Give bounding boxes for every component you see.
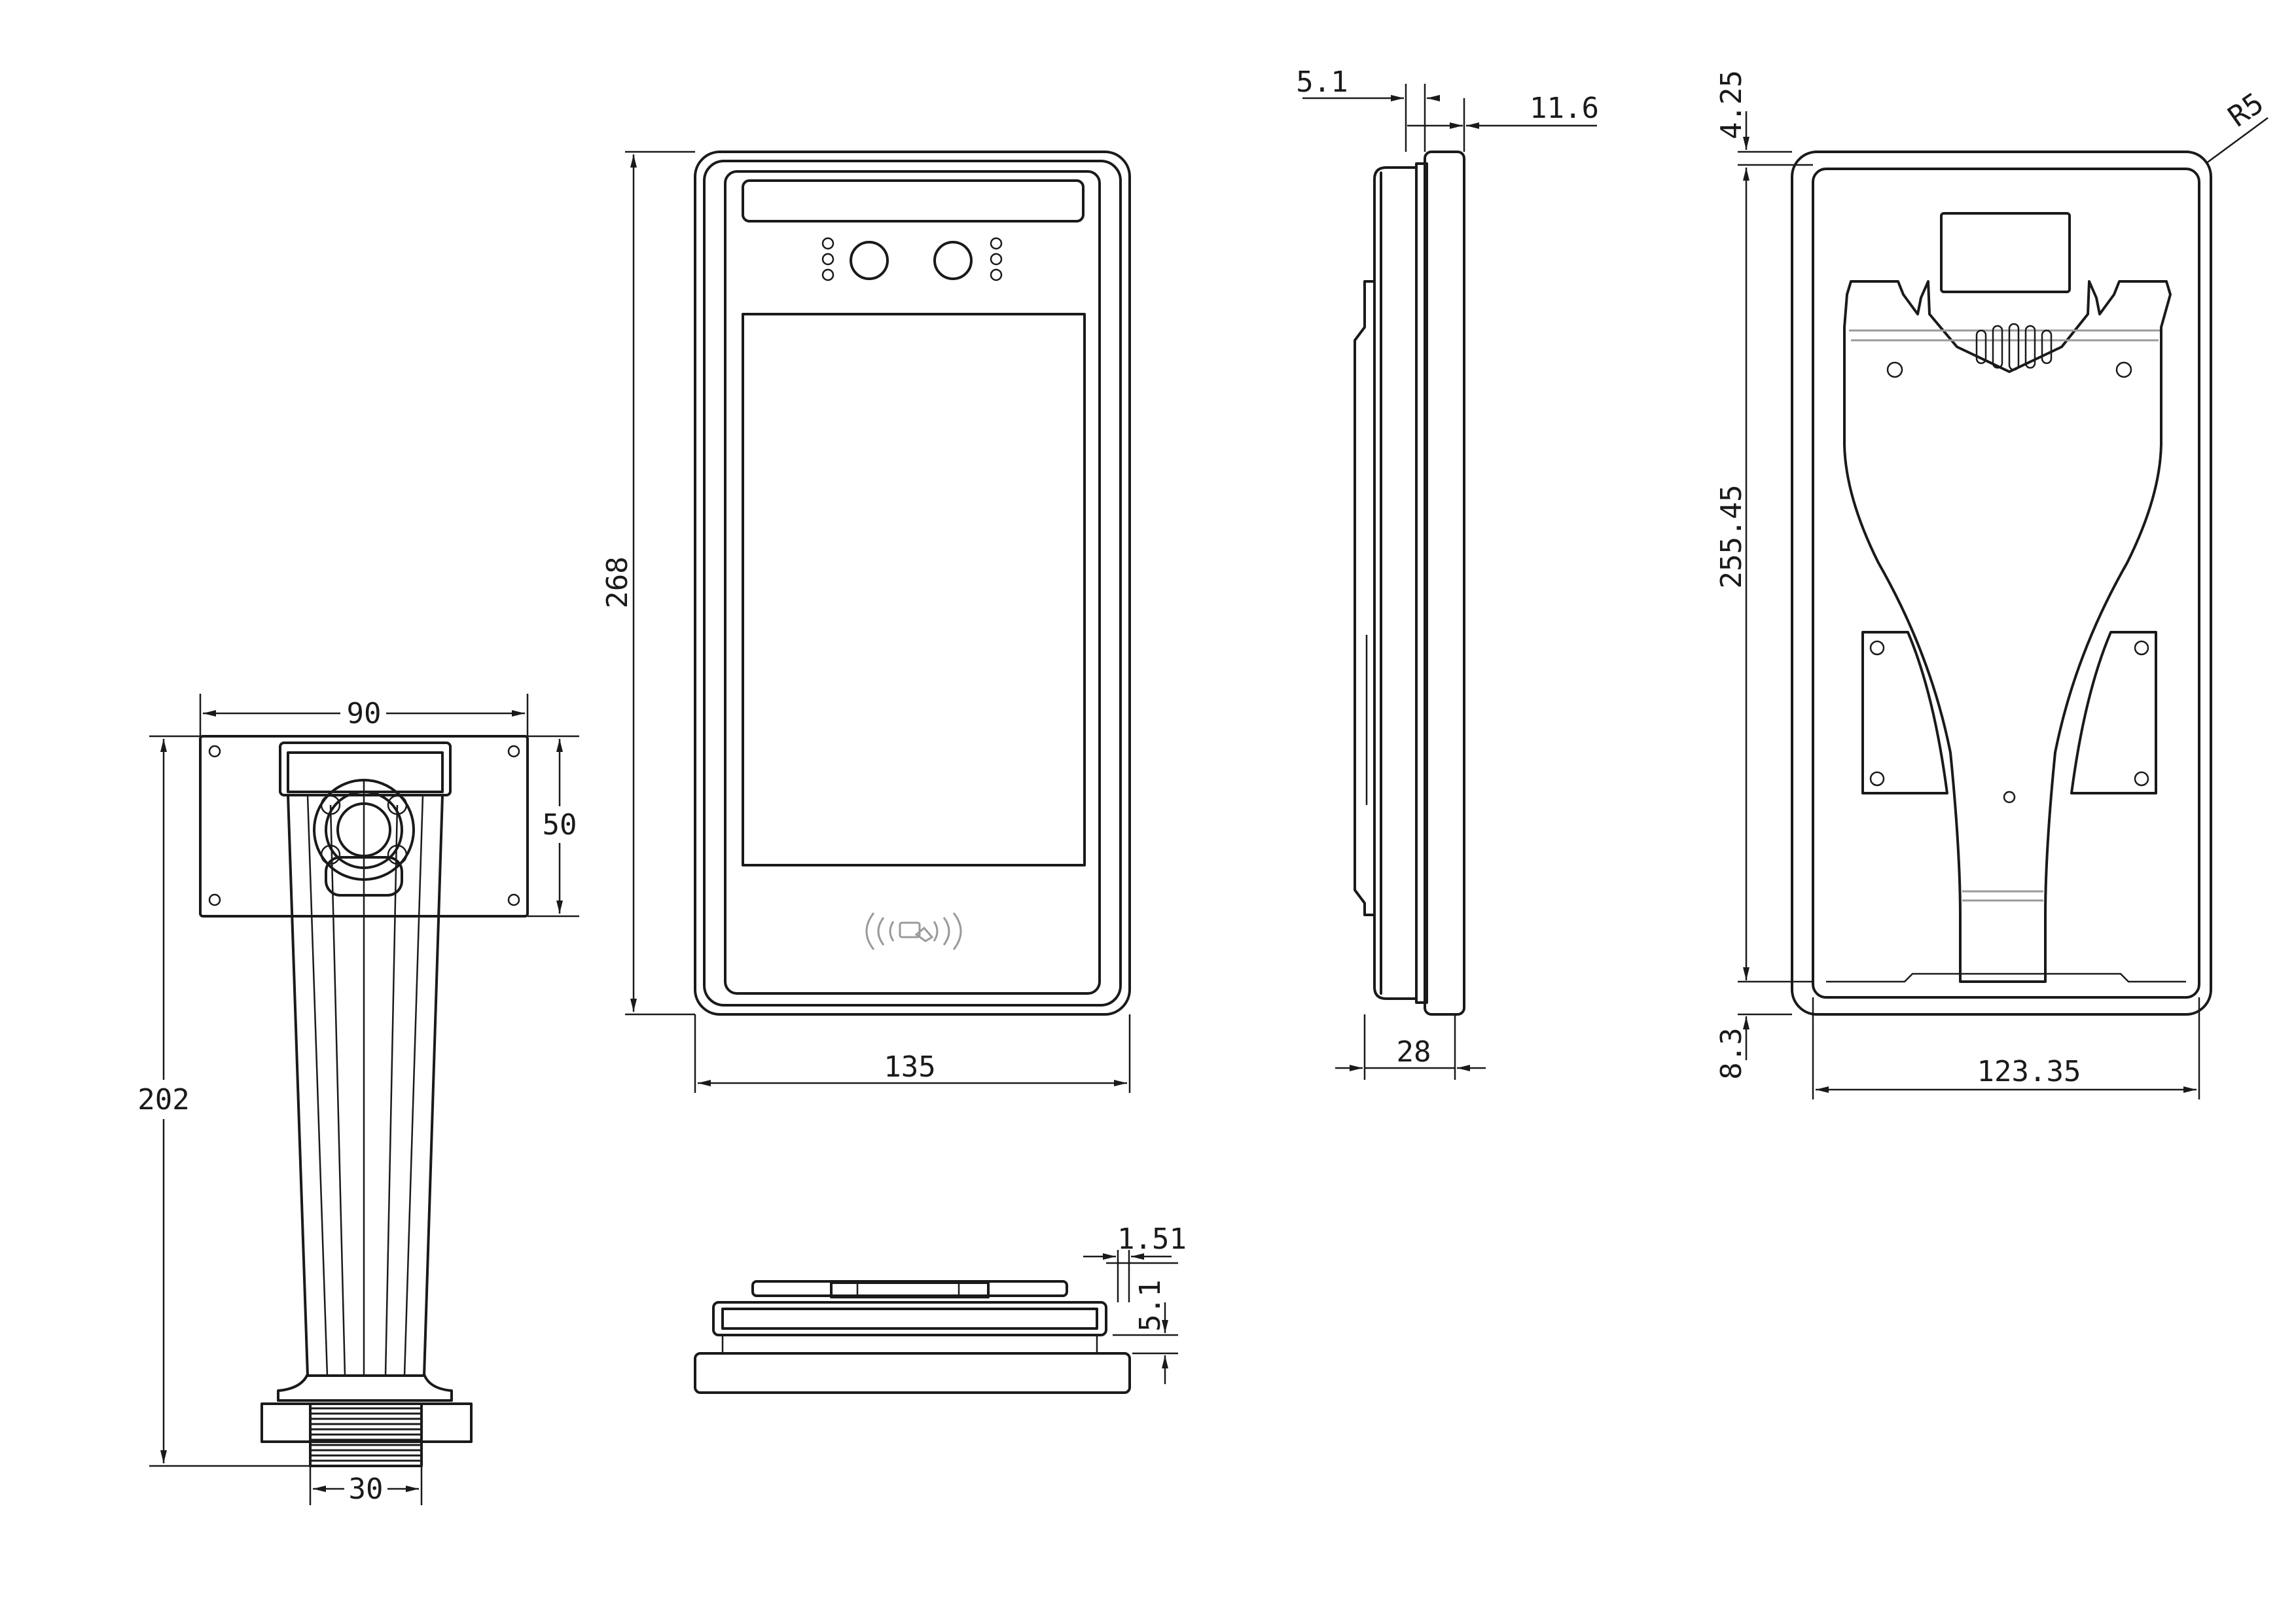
- dim-side-offset: 5.1: [1296, 65, 1348, 99]
- dim-back-top: 4.25: [1715, 70, 1748, 139]
- dim-stand-height: 202: [137, 1083, 189, 1116]
- label-plate: [1940, 212, 2071, 293]
- dim-back-height: 255.45: [1715, 485, 1748, 589]
- display-screen: [742, 313, 1086, 866]
- dim-back-width: 123.35: [1977, 1055, 2081, 1088]
- dim-side-thickness: 11.6: [1530, 92, 1599, 125]
- dim-back-radius: R5: [2222, 86, 2270, 134]
- mounting-bracket: [1843, 280, 2172, 983]
- light-bar: [742, 179, 1085, 223]
- dim-bottom-lip: 1.51: [1117, 1222, 1187, 1256]
- dim-stand-plate-width: 90: [347, 697, 382, 730]
- dim-front-width: 135: [884, 1050, 935, 1084]
- stand-view: 90 50 202 30: [131, 694, 583, 1506]
- vent-slots: [1975, 323, 2053, 371]
- dim-bottom-step: 5.1: [1134, 1279, 1167, 1331]
- nfc-card-icon: [865, 912, 962, 950]
- front-view: 268 135: [601, 151, 1131, 1093]
- side-view: 5.1 11.6 28: [1296, 65, 1599, 1080]
- bottom-view: 1.51 5.1: [694, 1222, 1187, 1394]
- camera-left-icon: [850, 241, 889, 280]
- dim-stand-plate-height: 50: [543, 808, 577, 842]
- thread-lines: [310, 1407, 422, 1462]
- dim-front-height: 268: [601, 556, 634, 608]
- led-dots: [821, 237, 1003, 281]
- dim-stand-thread: 30: [349, 1472, 384, 1506]
- dim-side-depth: 28: [1397, 1035, 1431, 1069]
- dim-back-bottom: 8.3: [1715, 1027, 1748, 1079]
- back-view: 4.25 255.45 8.3 R5 123.35: [1715, 70, 2270, 1099]
- camera-right-icon: [933, 241, 973, 280]
